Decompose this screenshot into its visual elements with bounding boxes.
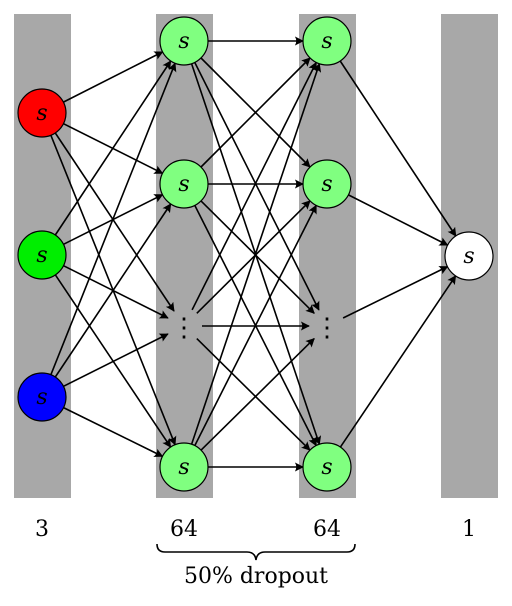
connections — [50, 36, 457, 472]
layer-size-output: 1 — [462, 517, 476, 542]
dropout-brace — [156, 543, 356, 561]
output-node — [444, 231, 494, 281]
output-node-label: s — [463, 244, 474, 269]
layer-size-input: 3 — [35, 517, 49, 542]
layer-band-hidden-1 — [156, 14, 213, 498]
connection-arrow-l2-3-to-0 — [339, 275, 457, 448]
hidden1-node-middle — [159, 159, 209, 209]
layer-size-hidden-2: 64 — [313, 517, 341, 542]
connection-arrow-l1-2-to-0 — [191, 61, 317, 311]
hidden1-node-bottom-label: s — [178, 455, 189, 480]
connection-arrow-l1-2-to-3 — [196, 338, 311, 451]
connection-arrow-l1-3-to-1 — [194, 204, 317, 446]
connection-arrow-l0-1-to-2 — [63, 264, 169, 319]
connection-arrow-l1-2-to-1 — [196, 200, 311, 314]
hidden1-node-top — [159, 16, 209, 66]
connection-arrow-l0-2-to-3 — [63, 406, 164, 458]
hidden2-node-top-label: s — [321, 29, 332, 54]
hidden2-node-bottom — [302, 442, 352, 492]
connection-arrow-l0-0-to-2 — [54, 132, 175, 312]
hidden2-node-bottom-label: s — [321, 455, 332, 480]
hidden1-node-top-label: s — [178, 29, 189, 54]
connection-arrow-l1-0-to-2 — [194, 62, 320, 311]
output-layer: s — [444, 231, 494, 281]
connection-arrow-l2-2-to-0 — [342, 265, 449, 319]
hidden2-node-middle — [302, 159, 352, 209]
input-node-red — [17, 88, 67, 138]
hidden1-node-bottom — [159, 442, 209, 492]
hidden1-ellipsis: ⋮ — [171, 313, 197, 343]
connection-arrow-l1-3-to-0 — [190, 62, 322, 445]
input-node-blue — [17, 372, 67, 422]
hidden2-node-middle-label: s — [321, 172, 332, 197]
connection-arrow-l0-1-to-0 — [54, 60, 172, 236]
hidden-layer-2: s s ⋮ s — [302, 16, 352, 492]
layer-size-hidden-1: 64 — [170, 517, 198, 542]
connection-arrow-l2-0-to-0 — [339, 60, 457, 237]
hidden2-node-top — [302, 16, 352, 66]
hidden-layer-1: s s ⋮ s — [159, 16, 209, 492]
connection-arrow-l0-0-to-0 — [63, 51, 164, 103]
input-node-green — [17, 230, 67, 280]
connection-arrow-l1-3-to-2 — [200, 337, 315, 451]
connection-arrow-l0-2-to-2 — [63, 333, 169, 388]
dropout-label: 50% dropout — [184, 564, 328, 589]
connection-arrow-l1-1-to-2 — [200, 200, 315, 314]
input-node-blue-label: s — [36, 385, 47, 410]
connection-arrow-l0-2-to-0 — [50, 62, 177, 375]
connection-arrow-l1-1-to-0 — [200, 57, 311, 168]
connection-arrow-l2-1-to-0 — [348, 194, 449, 246]
layer-band-hidden-2 — [299, 14, 356, 498]
hidden2-ellipsis: ⋮ — [314, 313, 340, 343]
input-layer: s s s — [17, 88, 67, 422]
hidden1-node-middle-label: s — [178, 172, 189, 197]
layer-size-labels: 3 64 64 1 — [35, 517, 476, 542]
input-node-red-label: s — [36, 101, 47, 126]
input-node-green-label: s — [36, 243, 47, 268]
connection-arrow-l0-2-to-1 — [54, 203, 172, 378]
